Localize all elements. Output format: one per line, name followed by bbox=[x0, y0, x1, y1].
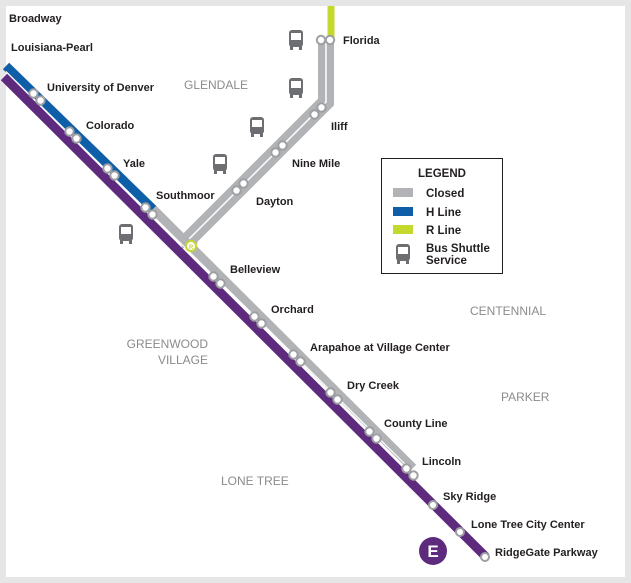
station-ridgegate[interactable] bbox=[480, 552, 490, 562]
bus-shuttle-icon bbox=[119, 224, 133, 244]
e-line-badge: E bbox=[419, 537, 447, 565]
station-sky-ridge[interactable] bbox=[428, 500, 438, 510]
label-ridgegate: RidgeGate Parkway bbox=[495, 547, 599, 559]
bus-shuttle-icon bbox=[213, 154, 227, 174]
legend-bus-2: Service bbox=[426, 255, 467, 267]
label-yale: Yale bbox=[123, 158, 145, 170]
legend-closed-swatch bbox=[393, 188, 413, 197]
label-iliff: Iliff bbox=[331, 121, 348, 133]
label-broadway: Broadway bbox=[9, 13, 62, 25]
legend-bus-1: Bus Shuttle bbox=[426, 243, 490, 255]
area-village: VILLAGE bbox=[158, 353, 208, 367]
legend: LEGEND Closed H Line R Line Bus Shuttle … bbox=[381, 158, 503, 274]
r-marker-label: R bbox=[189, 245, 194, 251]
r-line-marker bbox=[185, 240, 197, 252]
area-centennial: CENTENNIAL bbox=[470, 304, 546, 318]
area-lone-tree: LONE TREE bbox=[221, 474, 289, 488]
area-glendale: GLENDALE bbox=[184, 78, 248, 92]
e-line-badge-label: E bbox=[427, 542, 438, 561]
area-parker: PARKER bbox=[501, 390, 550, 404]
station-florida[interactable] bbox=[315, 34, 336, 46]
station-lone-tree-city-center[interactable] bbox=[455, 527, 465, 537]
label-university-of-denver: University of Denver bbox=[47, 82, 155, 94]
legend-r-line-swatch bbox=[393, 225, 413, 234]
label-florida: Florida bbox=[343, 35, 381, 47]
bus-shuttle-icon bbox=[289, 78, 303, 98]
legend-h-line: H Line bbox=[426, 207, 461, 219]
e-line-segment bbox=[0, 73, 490, 561]
label-dayton: Dayton bbox=[256, 196, 294, 208]
bus-shuttle-icon bbox=[289, 30, 303, 50]
label-lone-tree-city-center: Lone Tree City Center bbox=[471, 519, 585, 531]
legend-title: LEGEND bbox=[418, 168, 466, 180]
legend-bus-icon bbox=[396, 244, 410, 264]
legend-closed: Closed bbox=[426, 188, 464, 200]
label-colorado: Colorado bbox=[86, 120, 135, 132]
label-dry-creek: Dry Creek bbox=[347, 380, 400, 392]
closed-trunk-segment bbox=[149, 205, 417, 472]
label-arapahoe: Arapahoe at Village Center bbox=[310, 342, 451, 354]
label-southmoor: Southmoor bbox=[156, 190, 215, 202]
label-belleview: Belleview bbox=[230, 264, 281, 276]
bus-shuttle-icon bbox=[250, 117, 264, 137]
legend-r-line: R Line bbox=[426, 225, 461, 237]
area-greenwood: GREENWOOD bbox=[127, 337, 209, 351]
label-sky-ridge: Sky Ridge bbox=[443, 491, 496, 503]
closed-branch-segment bbox=[178, 40, 334, 249]
label-orchard: Orchard bbox=[271, 304, 314, 316]
map-frame bbox=[6, 6, 625, 577]
label-nine-mile: Nine Mile bbox=[292, 158, 340, 170]
label-county-line: County Line bbox=[384, 418, 448, 430]
legend-h-line-swatch bbox=[393, 207, 413, 216]
label-lincoln: Lincoln bbox=[422, 456, 461, 468]
label-louisiana-pearl: Louisiana-Pearl bbox=[11, 42, 93, 54]
